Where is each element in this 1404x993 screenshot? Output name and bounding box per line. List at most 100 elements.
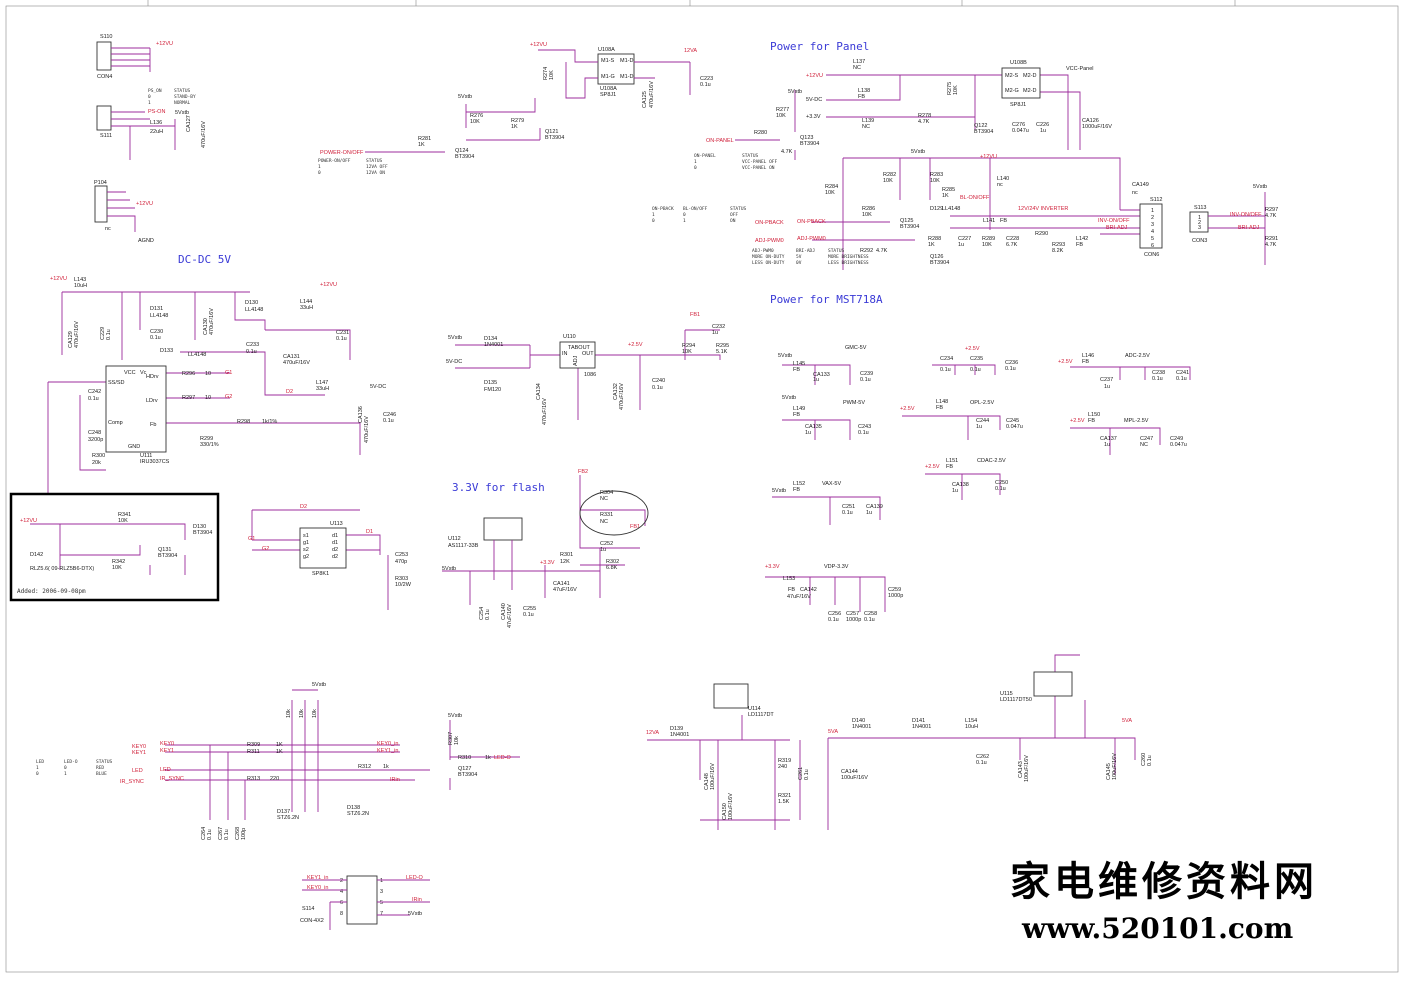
svg-text:Vc: Vc xyxy=(140,370,147,376)
svg-text:C255: C255 xyxy=(523,606,536,612)
svg-text:P104: P104 xyxy=(94,180,107,186)
svg-text:LED: LED xyxy=(132,768,143,774)
svg-text:R281: R281 xyxy=(418,136,431,142)
svg-text:100uF/16V: 100uF/16V xyxy=(1024,755,1030,782)
svg-text:RLZ5.6( 09-RLZ5B6-DTX): RLZ5.6( 09-RLZ5B6-DTX) xyxy=(30,566,94,572)
svg-text:10K: 10K xyxy=(825,190,835,196)
svg-text:0.1u: 0.1u xyxy=(106,329,112,340)
svg-text:STATUS: STATUS xyxy=(828,248,845,254)
svg-text:5: 5 xyxy=(1151,236,1154,242)
svg-text:12VA: 12VA xyxy=(684,48,697,54)
svg-text:3: 3 xyxy=(1151,222,1154,228)
svg-text:0: 0 xyxy=(652,218,655,224)
svg-text:FM120: FM120 xyxy=(484,387,501,393)
svg-text:CDAC-2.5V: CDAC-2.5V xyxy=(977,458,1006,464)
svg-text:C245: C245 xyxy=(1006,418,1019,424)
svg-text:1u: 1u xyxy=(1104,442,1110,448)
svg-text:C250: C250 xyxy=(995,480,1008,486)
drawing-frame xyxy=(5,0,1399,973)
svg-text:5Vstb: 5Vstb xyxy=(175,110,189,116)
svg-text:C262: C262 xyxy=(976,754,989,760)
svg-text:ADJ-PWM0: ADJ-PWM0 xyxy=(755,238,784,244)
svg-text:C259: C259 xyxy=(888,587,901,593)
svg-text:10K: 10K xyxy=(953,85,959,95)
svg-text:LED: LED xyxy=(160,767,171,773)
svg-text:R321: R321 xyxy=(778,793,791,799)
svg-text:1u: 1u xyxy=(813,377,819,383)
svg-text:C251: C251 xyxy=(842,504,855,510)
svg-text:NC: NC xyxy=(853,65,861,71)
svg-text:Q127: Q127 xyxy=(458,766,471,772)
svg-text:CA127: CA127 xyxy=(186,115,192,132)
svg-text:ON-PBACK: ON-PBACK xyxy=(755,220,784,226)
svg-text:1: 1 xyxy=(694,159,697,165)
svg-text:1000p: 1000p xyxy=(846,617,861,623)
svg-text:0.1u: 0.1u xyxy=(1005,366,1016,372)
svg-text:1N4001: 1N4001 xyxy=(912,724,931,730)
svg-text:C237: C237 xyxy=(1100,377,1113,383)
svg-text:0.1u: 0.1u xyxy=(1147,755,1153,766)
svg-text:AS1117-33B: AS1117-33B xyxy=(448,543,479,549)
svg-text:KEY1: KEY1 xyxy=(160,748,174,754)
svg-text:5Vstb: 5Vstb xyxy=(911,149,925,155)
svg-text:1: 1 xyxy=(64,771,67,777)
svg-text:KEY0_in: KEY0_in xyxy=(377,741,398,747)
svg-text:U108A: U108A xyxy=(598,47,615,53)
svg-text:10uH: 10uH xyxy=(965,724,978,730)
svg-text:PWM-5V: PWM-5V xyxy=(843,400,865,406)
svg-text:U108B: U108B xyxy=(1010,60,1027,66)
svg-text:10k: 10k xyxy=(454,736,460,745)
svg-text:0.1u: 0.1u xyxy=(383,418,394,424)
svg-text:BL-ON/OFF: BL-ON/OFF xyxy=(683,206,708,212)
svg-text:D130: D130 xyxy=(193,524,206,530)
svg-text:2: 2 xyxy=(1198,220,1201,226)
svg-text:CA126: CA126 xyxy=(1082,118,1099,124)
svg-text:FB: FB xyxy=(1076,242,1083,248)
svg-text:5V-DC: 5V-DC xyxy=(806,97,822,103)
svg-text:R301: R301 xyxy=(560,552,573,558)
svg-text:BRI-ADJ: BRI-ADJ xyxy=(796,248,815,254)
svg-text:U114: U114 xyxy=(748,706,761,712)
svg-text:1K: 1K xyxy=(418,142,425,148)
svg-text:1K: 1K xyxy=(511,124,518,130)
svg-text:0.1u: 0.1u xyxy=(700,82,711,88)
svg-text:C249: C249 xyxy=(1170,436,1183,442)
svg-text:SP8K1: SP8K1 xyxy=(312,571,329,577)
svg-text:C236: C236 xyxy=(1005,360,1018,366)
svg-text:10: 10 xyxy=(205,395,211,401)
svg-text:C231: C231 xyxy=(336,330,349,336)
svg-text:KEY0_in: KEY0_in xyxy=(307,885,328,891)
svg-text:0: 0 xyxy=(694,165,697,171)
svg-text:1K: 1K xyxy=(276,749,283,755)
svg-text:C257: C257 xyxy=(846,611,859,617)
svg-text:C228: C228 xyxy=(1006,236,1019,242)
svg-text:BRI-ADJ: BRI-ADJ xyxy=(1238,225,1260,231)
svg-text:R297: R297 xyxy=(1265,207,1278,213)
svg-text:+12VU: +12VU xyxy=(50,276,67,282)
svg-text:10K: 10K xyxy=(112,565,122,571)
svg-text:FB: FB xyxy=(793,367,800,373)
svg-text:L136: L136 xyxy=(150,120,162,126)
svg-text:5V: 5V xyxy=(796,254,802,260)
svg-text:FB: FB xyxy=(793,412,800,418)
svg-text:L138: L138 xyxy=(858,88,870,94)
svg-text:FB1: FB1 xyxy=(690,312,700,318)
svg-text:LL4148: LL4148 xyxy=(942,206,960,212)
svg-text:5VA: 5VA xyxy=(1122,718,1132,724)
svg-text:C258: C258 xyxy=(864,611,877,617)
svg-text:R299: R299 xyxy=(200,436,213,442)
svg-text:3: 3 xyxy=(380,889,383,895)
svg-text:10: 10 xyxy=(205,371,211,377)
svg-text:Q123: Q123 xyxy=(800,135,813,141)
svg-text:+12VU: +12VU xyxy=(320,282,337,288)
svg-text:+3.3V: +3.3V xyxy=(540,560,555,566)
svg-text:S113: S113 xyxy=(1194,205,1206,211)
svg-text:CA141: CA141 xyxy=(553,581,570,587)
svg-text:L137: L137 xyxy=(853,59,865,65)
svg-text:1k/1%: 1k/1% xyxy=(262,419,277,425)
svg-text:D133: D133 xyxy=(160,348,173,354)
svg-text:0.1u: 0.1u xyxy=(336,336,347,342)
title-dcdc: DC-DC 5V xyxy=(178,253,231,266)
